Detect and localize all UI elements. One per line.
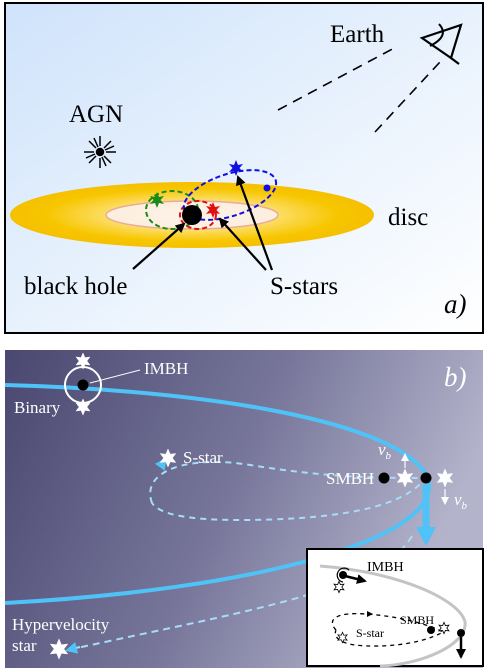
s-stars-arrow-red	[218, 217, 267, 271]
inset: IMBH S-star SMBH	[306, 548, 484, 668]
green-star-icon	[150, 192, 164, 208]
vb-label-1: vb	[378, 440, 392, 462]
inset-imbh-loop	[336, 567, 350, 583]
inset-s-star-label: S-star	[356, 626, 384, 640]
panel-a-frame	[4, 2, 484, 334]
imbh-label: IMBH	[144, 359, 188, 378]
earth-label: Earth	[330, 21, 385, 48]
agn-burst-icon	[84, 136, 116, 168]
inset-imbh-periapsis-dot	[457, 629, 465, 637]
imbh-velocity-arrowhead	[416, 527, 436, 546]
blue-orbit-dot	[263, 184, 271, 192]
black-hole-label: black hole	[24, 273, 127, 300]
sight-line-upper	[277, 45, 399, 111]
smbh-label: SMBH	[326, 469, 374, 488]
eye-icon	[419, 23, 463, 65]
hypervelocity-arrow	[65, 641, 81, 654]
inset-smbh-dot	[427, 626, 435, 634]
hypervelocity-label-line2: star	[12, 636, 37, 655]
imbh-dot	[77, 379, 89, 391]
red-star-icon	[206, 202, 220, 218]
vb-label-2: vb	[454, 490, 468, 512]
blue-star-icon	[229, 160, 243, 176]
inset-imbh-arrow	[344, 574, 367, 584]
panel-a-letter: a)	[444, 289, 467, 319]
inset-smbh-label: SMBH	[400, 613, 434, 627]
imbh-leader	[89, 369, 141, 384]
red-orbit	[179, 200, 217, 230]
black-hole	[182, 205, 202, 225]
smbh-dot	[378, 472, 390, 484]
disc-label: disc	[388, 204, 428, 231]
s-stars-arrow-blue	[236, 175, 274, 271]
inset-imbh-label: IMBH	[367, 560, 404, 575]
black-hole-arrow	[132, 222, 186, 270]
panel-b-letter: b)	[444, 362, 467, 392]
inset-s-star-arrowhead	[367, 611, 373, 617]
imbh-periapsis-dot	[420, 472, 432, 484]
binary-label: Binary	[14, 398, 61, 417]
panel-a: Earth AGN disc	[4, 2, 484, 334]
s-star-label: S-star	[183, 448, 223, 467]
inset-orbit	[319, 564, 467, 668]
hypervelocity-label-line1: Hypervelocity	[12, 615, 110, 634]
panel-b: IMBH Binary S-star SMBH vb vb Hyperveloc…	[4, 350, 484, 668]
s-stars-label: S-stars	[270, 273, 338, 300]
agn-label: AGN	[69, 101, 123, 128]
